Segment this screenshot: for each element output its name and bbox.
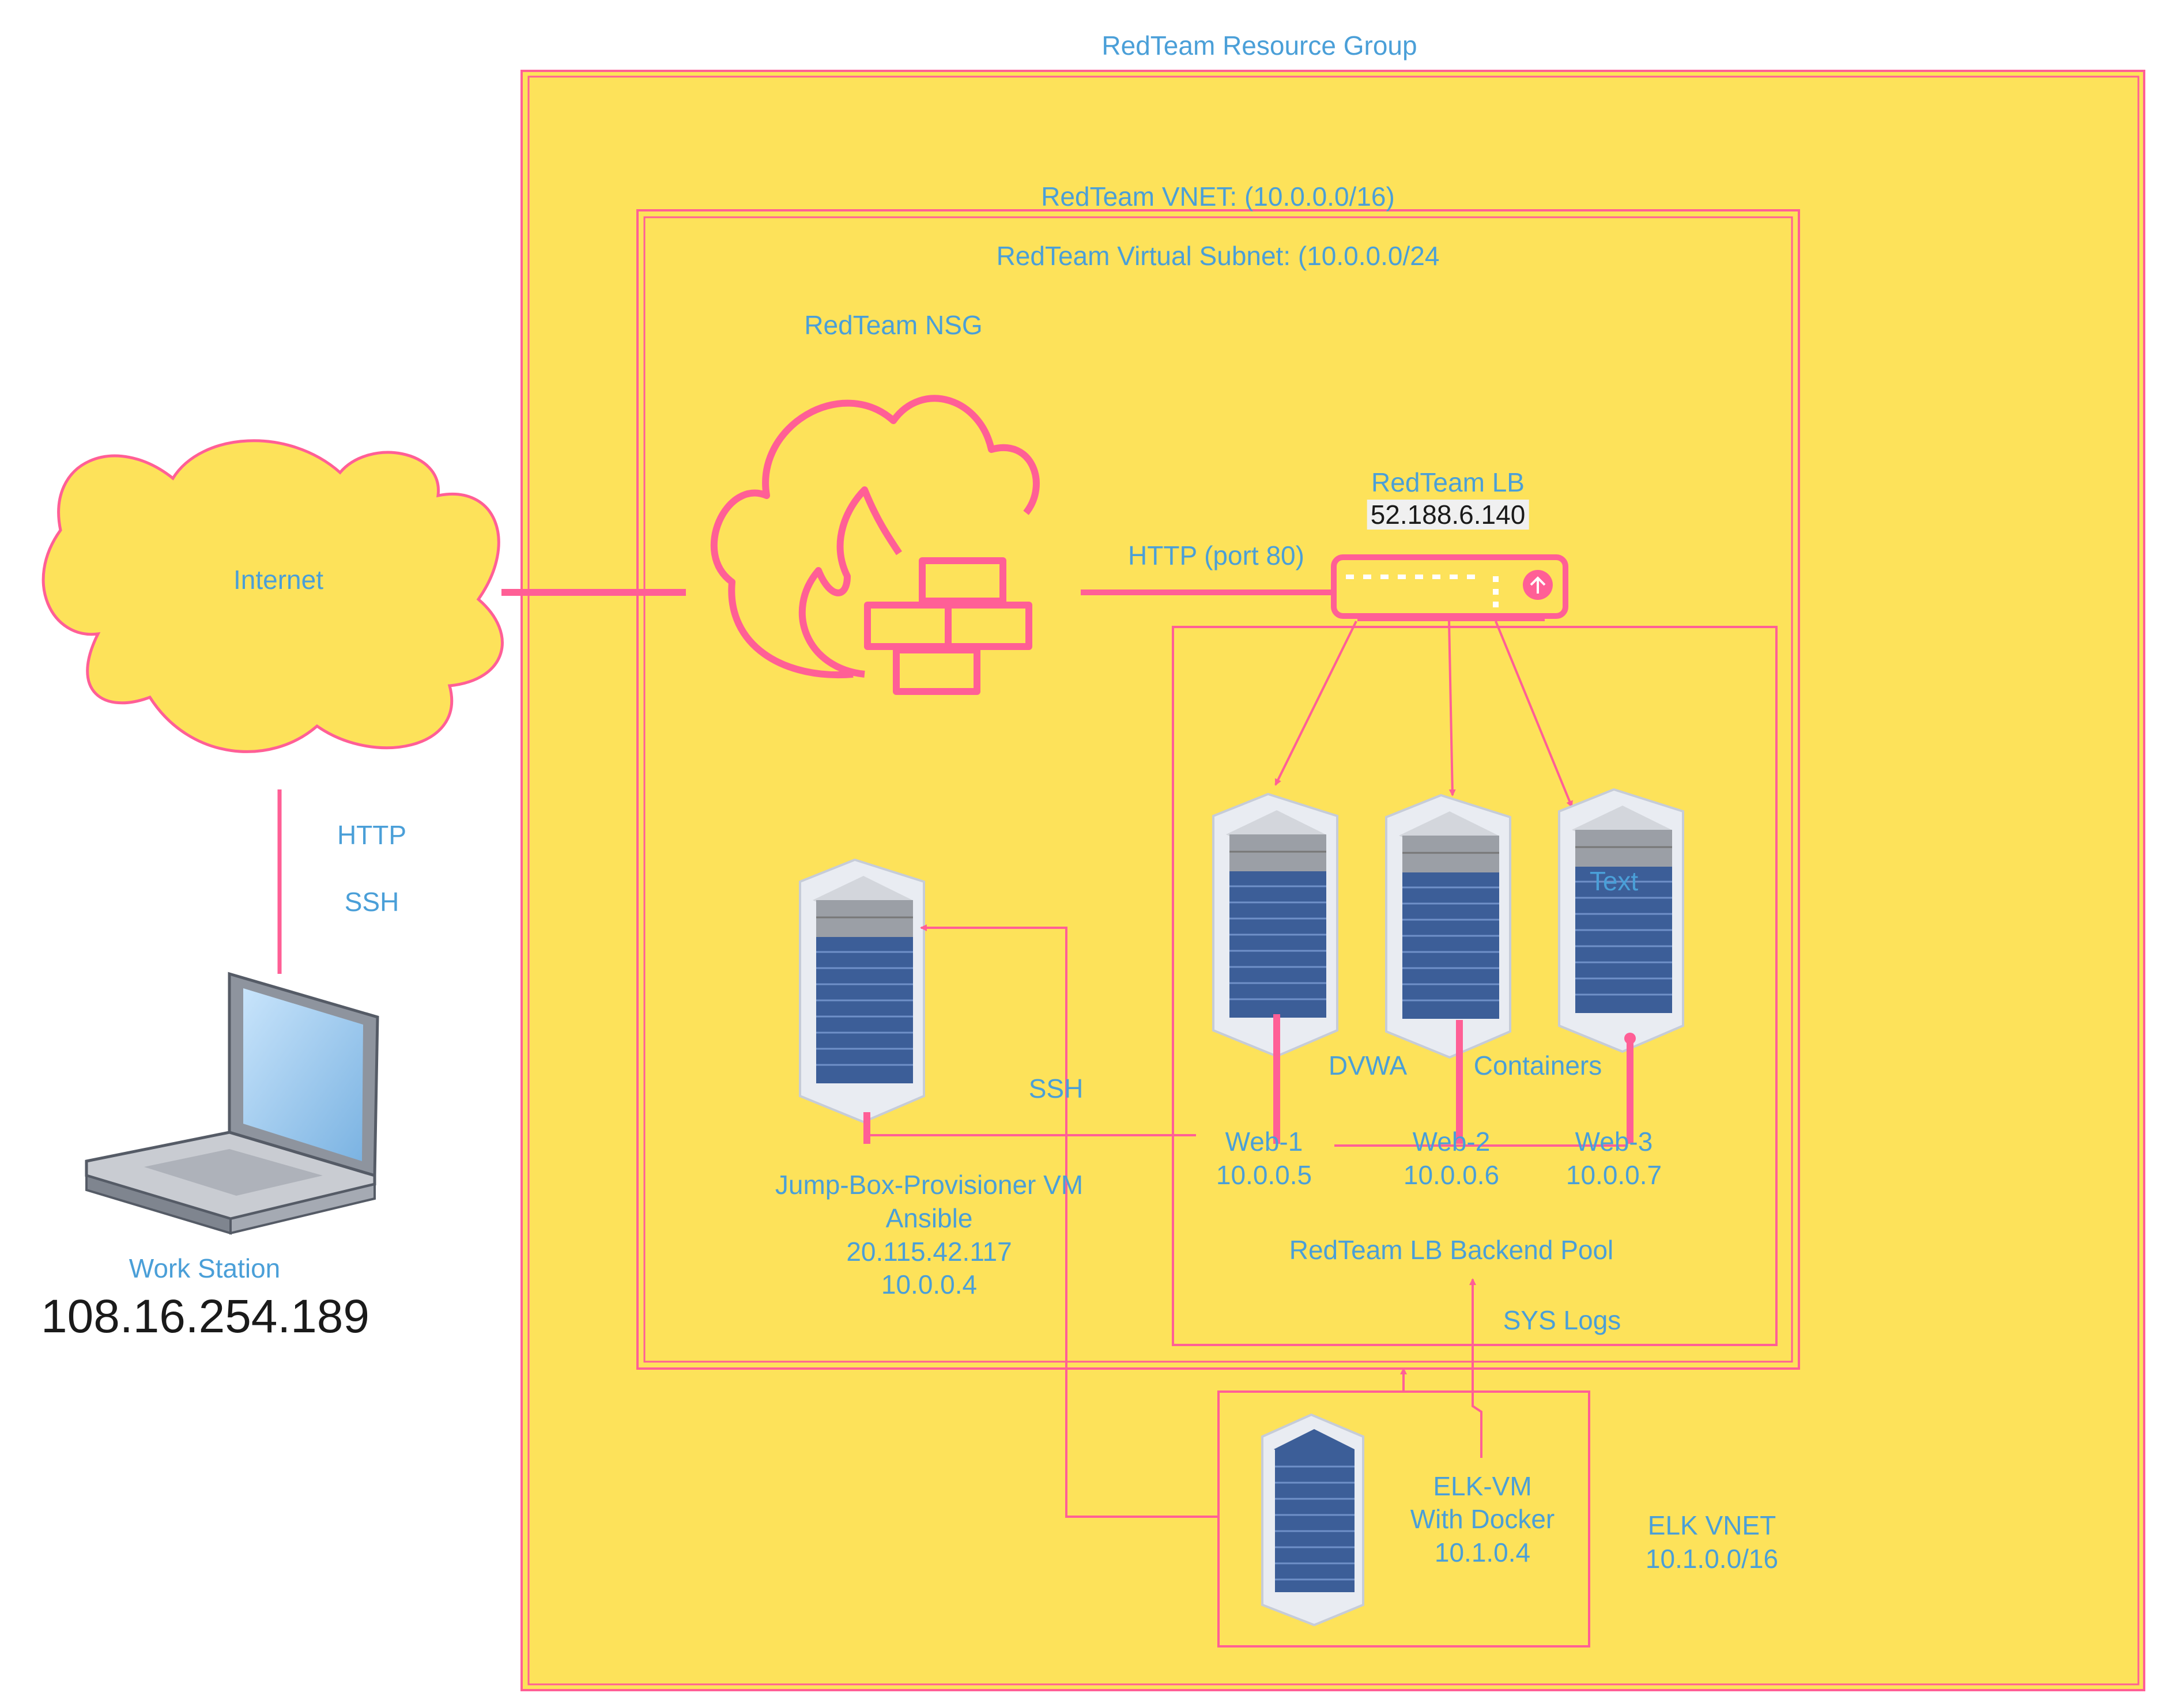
laptop-icon: [85, 972, 379, 1235]
elk-ip: 10.1.0.4: [1434, 1537, 1531, 1567]
backend-pool-boundary: [1172, 626, 1778, 1346]
dvwa-label: DVWA: [1328, 1051, 1408, 1080]
web2-ip: 10.0.0.6: [1403, 1160, 1500, 1190]
http-port-label: HTTP (port 80): [1128, 541, 1304, 570]
elk-docker-label: With Docker: [1410, 1504, 1555, 1534]
vnet-label: RedTeam VNET: (10.0.0.0/16): [1041, 182, 1395, 211]
lb-web3-arrow: [1495, 621, 1573, 808]
sys-logs-link: [1469, 1278, 1482, 1458]
http-label: HTTP: [337, 820, 407, 850]
vnet-boundary: [636, 209, 1800, 1370]
lb-ip: 52.188.6.140: [1367, 498, 1529, 532]
internet-label: Internet: [233, 565, 323, 595]
nsg-label: RedTeam NSG: [804, 310, 983, 340]
ssh-jump-label: SSH: [1028, 1074, 1084, 1104]
elk-server-icon: [1261, 1413, 1364, 1627]
jumpbox-server-icon: [799, 859, 925, 1123]
subnet-boundary: [643, 216, 1793, 1363]
resource-group-label: RedTeam Resource Group: [1101, 31, 1417, 61]
lb-label: RedTeam LB: [1371, 467, 1525, 497]
resource-group-inner-border: [527, 75, 2140, 1686]
lb-web2-arrow: [1448, 621, 1456, 796]
sys-logs-label: SYS Logs: [1503, 1305, 1621, 1335]
lb-web1-arrow: [1274, 621, 1357, 786]
workstation-label: Work Station: [129, 1253, 281, 1283]
jumpbox-public-ip: 20.115.42.117: [846, 1237, 1012, 1267]
web2-name: Web-2: [1412, 1127, 1491, 1157]
load-balancer-icon: [1331, 554, 1568, 621]
elk-vm-label: ELK-VM: [1433, 1471, 1532, 1501]
elk-vnet-label: ELK VNET: [1647, 1510, 1776, 1540]
web3-name: Web-3: [1575, 1127, 1653, 1157]
web3-server-icon: [1558, 788, 1684, 1053]
web3-stem-dot: [1624, 1033, 1636, 1044]
web1-ip: 10.0.0.5: [1216, 1160, 1312, 1190]
containers-label: Containers: [1473, 1051, 1602, 1080]
workstation-ip: 108.16.254.189: [41, 1290, 369, 1343]
web1-name: Web-1: [1225, 1127, 1303, 1157]
ssh-label: SSH: [344, 887, 399, 917]
subnet-label: RedTeam Virtual Subnet: (10.0.0.0/24: [996, 241, 1440, 271]
web3-ip: 10.0.0.7: [1565, 1160, 1662, 1190]
jumpbox-ansible-label: Ansible: [885, 1203, 973, 1233]
backend-pool-label: RedTeam LB Backend Pool: [1289, 1235, 1614, 1265]
elk-jumpbox-link: [920, 924, 1218, 1518]
overlay-text-label: Text: [1589, 866, 1639, 896]
firewall-icon: [710, 395, 1040, 695]
elk-vnet-cidr: 10.1.0.0/16: [1645, 1544, 1779, 1574]
jumpbox-label: Jump-Box-Provisioner VM: [775, 1170, 1084, 1200]
cloud-icon: [42, 439, 504, 753]
web2-server-icon: [1385, 794, 1511, 1059]
jumpbox-private-ip: 10.0.0.4: [881, 1269, 978, 1299]
